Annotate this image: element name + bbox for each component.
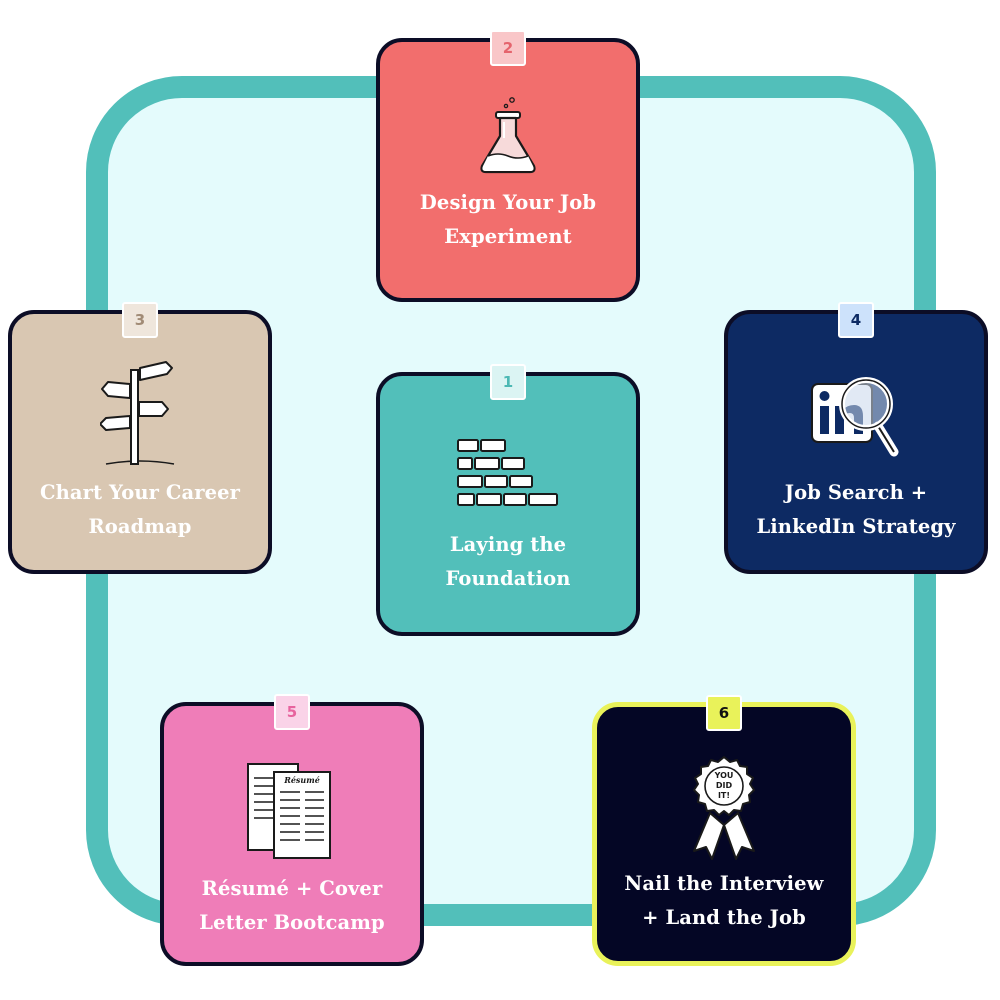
step-number-badge: 1	[490, 364, 526, 400]
step-label-line2: Letter Bootcamp	[199, 911, 385, 934]
step-label-line1: Laying the	[449, 533, 567, 556]
step-number-badge: 3	[122, 302, 158, 338]
step-label-line2: LinkedIn Strategy	[756, 515, 956, 538]
step-card-4[interactable]: 4 Job Search + LinkedIn Strategy	[724, 302, 988, 574]
step-card-2[interactable]: 2 Design Your Job Experiment	[376, 30, 640, 302]
step-card-3[interactable]: 3 Chart Your Career Roadmap	[8, 302, 272, 574]
step-card-5[interactable]: 5 Résumé Résumé +	[160, 694, 424, 966]
brick-wall-icon	[457, 439, 558, 506]
award-ribbon-icon: YOU DID IT!	[693, 756, 755, 860]
flask-icon	[480, 97, 536, 174]
step-label-line1: Nail the Interview	[624, 872, 824, 895]
step-card-6[interactable]: 6 YOU DID IT! Nail the Interview + Land …	[592, 695, 856, 966]
step-label-line1: Chart Your Career	[39, 481, 241, 504]
step-label-line2: Roadmap	[88, 515, 192, 538]
step-label-line2: Experiment	[444, 225, 572, 248]
ribbon-text-line1: YOU	[714, 771, 734, 780]
resume-heading-text: Résumé	[283, 775, 320, 785]
ribbon-text-line3: IT!	[718, 791, 730, 800]
step-number-badge: 2	[490, 30, 526, 66]
step-label-line1: Job Search +	[784, 481, 928, 504]
linkedin-search-icon	[811, 377, 899, 457]
step-label-line1: Design Your Job	[419, 191, 597, 214]
step-label-line2: + Land the Job	[642, 906, 806, 929]
ribbon-text-line2: DID	[716, 781, 733, 790]
step-label-line1: Résumé + Cover	[201, 877, 383, 900]
step-label-line2: Foundation	[445, 567, 571, 590]
resume-icon: Résumé	[247, 763, 331, 859]
step-number-badge: 5	[274, 694, 310, 730]
signpost-icon	[100, 361, 175, 465]
step-number-badge: 4	[838, 302, 874, 338]
step-card-1[interactable]: 1 Laying the Foundation	[376, 364, 640, 636]
step-number-badge: 6	[706, 695, 742, 731]
